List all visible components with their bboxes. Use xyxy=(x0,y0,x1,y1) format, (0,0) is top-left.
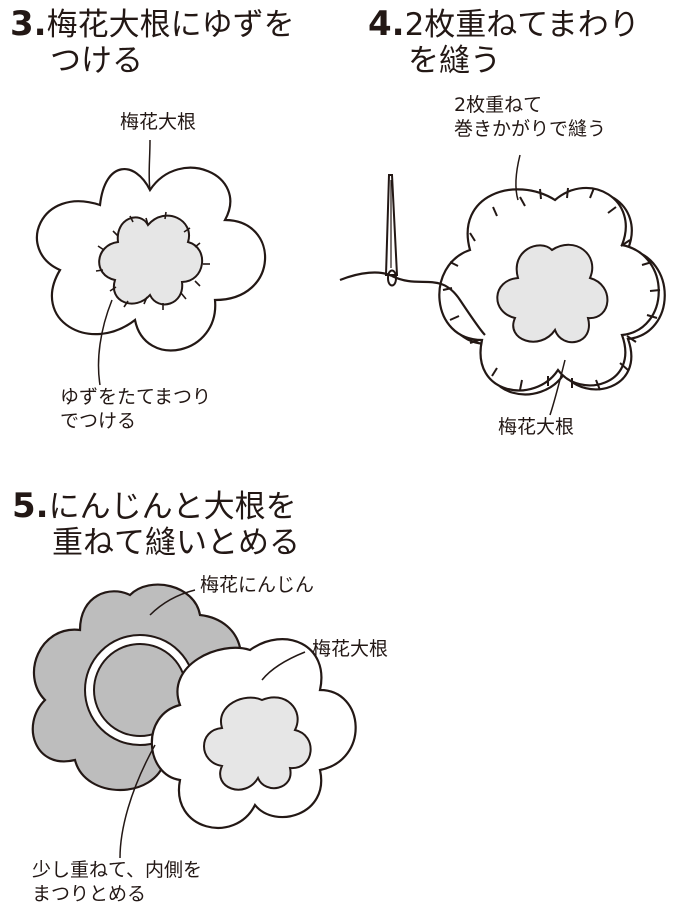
step4-yuzu-flower xyxy=(496,243,609,344)
step4-title-line1: 2枚重ねてまわり xyxy=(404,7,640,43)
step4-needle xyxy=(384,174,399,287)
step5-label-stitch-line2: まつりとめる xyxy=(32,883,147,905)
step3-label-yuzu-line2: でつける xyxy=(60,410,137,432)
step3-leader-lines xyxy=(97,139,151,386)
step4-label-radish: 梅花大根 xyxy=(498,416,575,438)
step4-title: 4.2枚重ねてまわり を縫う xyxy=(368,6,640,79)
step4-thread xyxy=(339,271,486,336)
step5-label-radish: 梅花大根 xyxy=(312,638,389,660)
step4-label-sew-line2: 巻きかがりで縫う xyxy=(454,118,607,140)
step4-leader-lines xyxy=(515,154,566,416)
step3-label-yuzu: ゆずをたてまつり でつける xyxy=(60,385,211,433)
step5-label-stitch: 少し重ねて、内側を まつりとめる xyxy=(32,858,202,906)
step5-label-stitch-line1: 少し重ねて、内側を xyxy=(32,859,203,881)
step5-title-line1: にんじんと大根を xyxy=(48,489,297,525)
step3-number: 3. xyxy=(10,4,47,44)
step4-whip-stitches xyxy=(442,187,661,391)
step5-title: 5.にんじんと大根を 重ねて縫いとめる xyxy=(12,488,300,561)
step5-title-line2: 重ねて縫いとめる xyxy=(52,525,300,561)
step5-yuzu-flower xyxy=(203,696,312,791)
step3-title-line2: つける xyxy=(50,43,143,79)
step3-title-line1: 梅花大根にゆずを xyxy=(46,7,295,43)
step4-number: 4. xyxy=(368,4,405,44)
step4-title-line2: を縫う xyxy=(408,43,501,79)
step3-title: 3.梅花大根にゆずを つける xyxy=(10,6,295,79)
step3-yuzu-flower xyxy=(98,214,204,306)
step3-label-radish: 梅花大根 xyxy=(120,111,197,133)
step4-label-sew-line1: 2枚重ねて xyxy=(454,94,543,116)
step5-leader-lines xyxy=(119,589,306,859)
step3-label-yuzu-line1: ゆずをたてまつり xyxy=(60,386,212,408)
step5-label-carrot: 梅花にんじん xyxy=(200,574,315,596)
step3-stitches xyxy=(95,211,210,310)
step5-number: 5. xyxy=(12,486,49,526)
step4-label-sew: 2枚重ねて 巻きかがりで縫う xyxy=(454,93,606,141)
